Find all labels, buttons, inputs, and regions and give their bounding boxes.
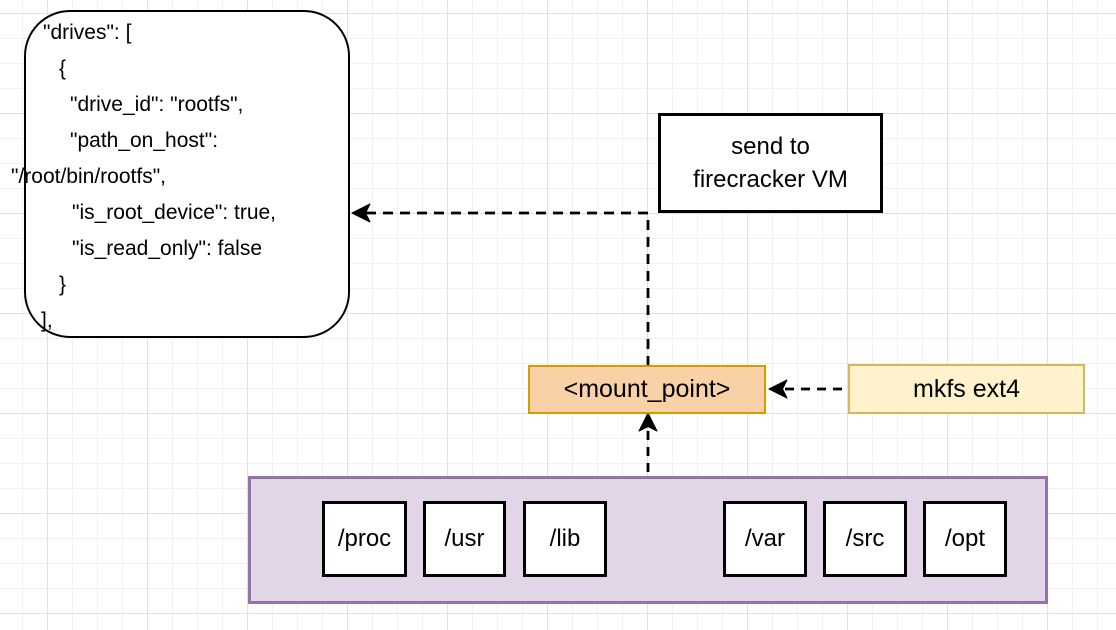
arrowhead-left-icon (768, 379, 788, 399)
arrowhead-up-icon (638, 412, 658, 432)
dir-node-opt: /opt (923, 501, 1007, 577)
drives-json-node: "drives": [ { "drive_id": "rootfs", "pat… (11, 10, 350, 338)
rootfs-directories-container (248, 476, 1048, 604)
dir-node-lib: /lib (523, 501, 607, 577)
arrowhead-left-icon (351, 203, 371, 223)
dir-node-proc: /proc (322, 501, 407, 577)
connector-mountpoint-to-json (366, 211, 650, 365)
dir-node-var: /var (723, 501, 807, 577)
dir-node-usr: /usr (423, 501, 506, 577)
json-line: "drives": [ (43, 21, 132, 44)
mkfs-ext4-node: mkfs ext4 (848, 364, 1085, 414)
mount-point-node: <mount_point> (528, 365, 766, 414)
json-line: "is_root_device": true, (72, 201, 277, 224)
json-line: } (59, 273, 67, 296)
json-line: ], (41, 309, 53, 332)
json-line: "drive_id": "rootfs", (70, 93, 244, 116)
json-line: { (59, 57, 67, 80)
json-line: "path_on_host": (70, 129, 219, 152)
json-line: "is_read_only": false (72, 237, 263, 260)
dir-node-src: /src (823, 501, 907, 577)
json-line: "/root/bin/rootfs", (11, 165, 166, 188)
send-to-firecracker-vm-node: send to firecracker VM (658, 113, 883, 213)
